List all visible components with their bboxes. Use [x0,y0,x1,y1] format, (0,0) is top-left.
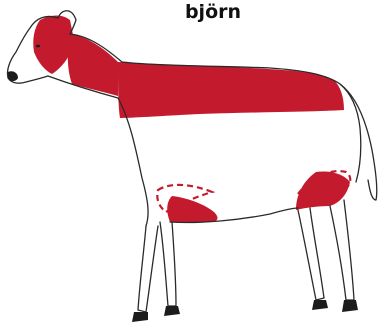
hoof-front-1 [132,312,148,322]
hoof-hind-2 [342,300,358,312]
highlighted-cuts [33,16,350,223]
hoof-hind-1 [312,300,328,310]
cut-back [118,62,344,118]
hind-leg-1 [298,208,324,300]
cut-head [33,16,74,75]
front-leg-1 [138,226,158,312]
front-leg-2 [160,222,176,306]
cut-neck [68,34,118,96]
eye [36,45,40,48]
hind-leg-2 [330,200,354,300]
hoof-front-2 [164,306,180,316]
cut-brisket [167,196,217,222]
cut-hind-shank [296,171,350,210]
nose [8,71,18,81]
